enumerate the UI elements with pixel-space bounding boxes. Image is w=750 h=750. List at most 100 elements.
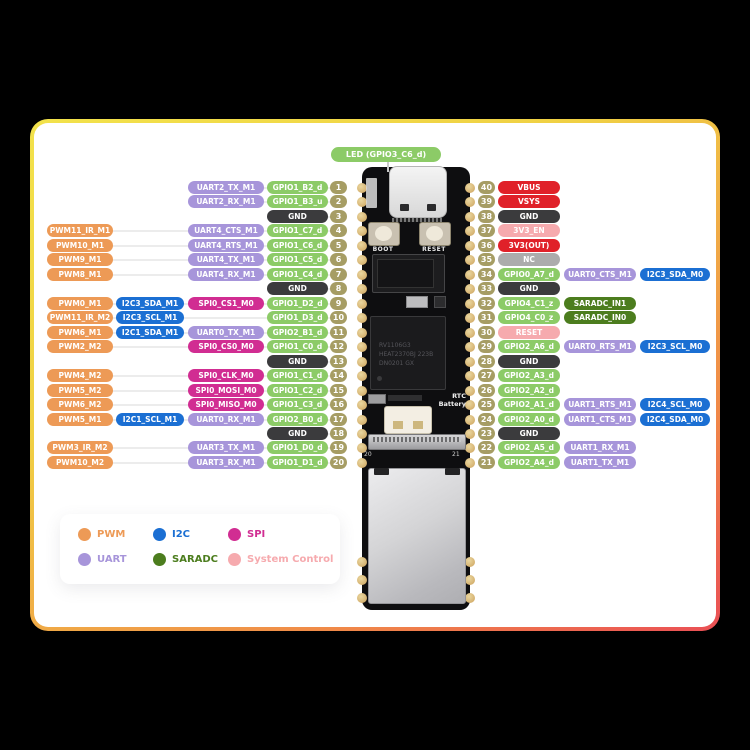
- pin-function-pill-uart: UART3_RX_M1: [188, 455, 264, 469]
- legend-label: UART: [97, 554, 127, 565]
- pin-number: 5: [330, 238, 347, 252]
- pin-number: 34: [478, 267, 495, 281]
- pin-function-pill-uart: UART0_CTS_M1: [564, 267, 636, 281]
- pin-number: 16: [330, 398, 347, 412]
- smd-component: [406, 296, 428, 308]
- pin-number: 20: [330, 455, 347, 469]
- pin-function-pill-spi: SPI0_CLK_M0: [188, 369, 264, 383]
- pin-function-pill-pwm: PWM6_M1: [47, 325, 113, 339]
- legend-label: System Control: [247, 554, 334, 565]
- solder-pad: [357, 457, 367, 468]
- pin-number: 19: [330, 441, 347, 455]
- pin-number: 2: [330, 195, 347, 209]
- pin-function-pill-uart: UART3_TX_M1: [188, 441, 264, 455]
- pin-number: 11: [330, 325, 347, 339]
- pin-function-pill-sys: RESET: [498, 325, 560, 339]
- solder-pad: [465, 414, 475, 425]
- pin-number: 36: [478, 238, 495, 252]
- pin-function-pill-power: 3V3(OUT): [498, 238, 560, 252]
- solder-pad: [465, 313, 475, 324]
- pin-function-pill-gpio: GPIO2_A2_d: [498, 383, 560, 397]
- pin-function-pill-i2c: I2C3_SDA_M0: [640, 267, 710, 281]
- pin-function-pill-i2c: I2C3_SCL_M0: [640, 340, 710, 354]
- legend-dot-saradc-icon: [153, 553, 166, 566]
- solder-pad: [357, 313, 367, 324]
- pin-row-38: 38 GND: [0, 209, 750, 224]
- solder-pad: [465, 197, 475, 208]
- pin-function-pill-gpio: GPIO1_C4_d: [267, 267, 328, 281]
- pin-number: 23: [478, 426, 495, 440]
- pin-function-pill-gpio: GPIO1_C2_d: [267, 383, 328, 397]
- pin-function-pill-gpio: GPIO0_A7_d: [498, 267, 560, 281]
- pin-function-pill-pwm: PWM10_M2: [47, 455, 113, 469]
- pin-number: 21: [478, 455, 495, 469]
- pin-function-pill-gnd: GND: [267, 209, 328, 223]
- pin-function-pill-gpio: GPIO4_C0_z: [498, 311, 560, 325]
- pin-number: 35: [478, 253, 495, 267]
- solder-pad: [465, 183, 475, 193]
- pin-function-pill-gnd: GND: [498, 282, 560, 296]
- solder-pad: [465, 385, 475, 396]
- pin-function-pill-spi: SPI0_CS0_M0: [188, 340, 264, 354]
- pin-function-pill-gpio: GPIO1_D2_d: [267, 296, 328, 310]
- pin-function-pill-gpio: GPIO2_A0_d: [498, 412, 560, 426]
- pin-function-pill-gpio: GPIO1_D0_d: [267, 441, 328, 455]
- solder-pad: [357, 226, 367, 237]
- pin-function-pill-gpio: GPIO1_C5_d: [267, 253, 328, 267]
- solder-pad: [357, 557, 367, 567]
- pin-number: 1: [330, 181, 347, 194]
- ethernet-tab: [445, 468, 460, 475]
- pin-number: 12: [330, 340, 347, 354]
- solder-pad: [357, 183, 367, 193]
- pin-function-pill-gpio: GPIO1_B2_d: [267, 181, 328, 194]
- pin-number: 28: [478, 354, 495, 368]
- pin-function-pill-i2c: I2C1_SDA_M1: [116, 325, 184, 339]
- solder-pad: [465, 284, 475, 295]
- pin-number: 33: [478, 282, 495, 296]
- pin-number: 37: [478, 224, 495, 238]
- led-label-badge: LED (GPIO3_C6_d): [331, 147, 441, 162]
- solder-pad: [357, 298, 367, 309]
- legend-dot-spi-icon: [228, 528, 241, 541]
- solder-pad: [357, 414, 367, 425]
- usb-pin-slot: [427, 204, 436, 211]
- pin-number: 18: [330, 426, 347, 440]
- pin-function-pill-pwm: PWM8_M1: [47, 267, 113, 281]
- pin-number: 25: [478, 398, 495, 412]
- solder-pad: [465, 575, 475, 585]
- solder-pad: [357, 269, 367, 280]
- soc-chip: RV1106G3 HEAT2370BJ 223B DN0201 GX: [370, 316, 446, 390]
- pin-function-pill-uart: UART4_CTS_M1: [188, 224, 264, 238]
- led-pointer-line: [387, 162, 389, 172]
- pin-function-pill-gnd: GND: [267, 282, 328, 296]
- legend-dot-uart-icon: [78, 553, 91, 566]
- boot-button-label: BOOT: [372, 246, 394, 253]
- pin-function-pill-i2c: I2C3_SDA_M1: [116, 296, 184, 310]
- pin-function-pill-power: VBUS: [498, 181, 560, 194]
- solder-pad: [465, 428, 475, 439]
- pin-number: 38: [478, 209, 495, 223]
- usb-c-port: [389, 166, 447, 218]
- pin-function-pill-gpio: GPIO2_B1_d: [267, 325, 328, 339]
- pin-function-pill-uart: UART2_RX_M1: [188, 195, 264, 209]
- solder-pad: [465, 371, 475, 382]
